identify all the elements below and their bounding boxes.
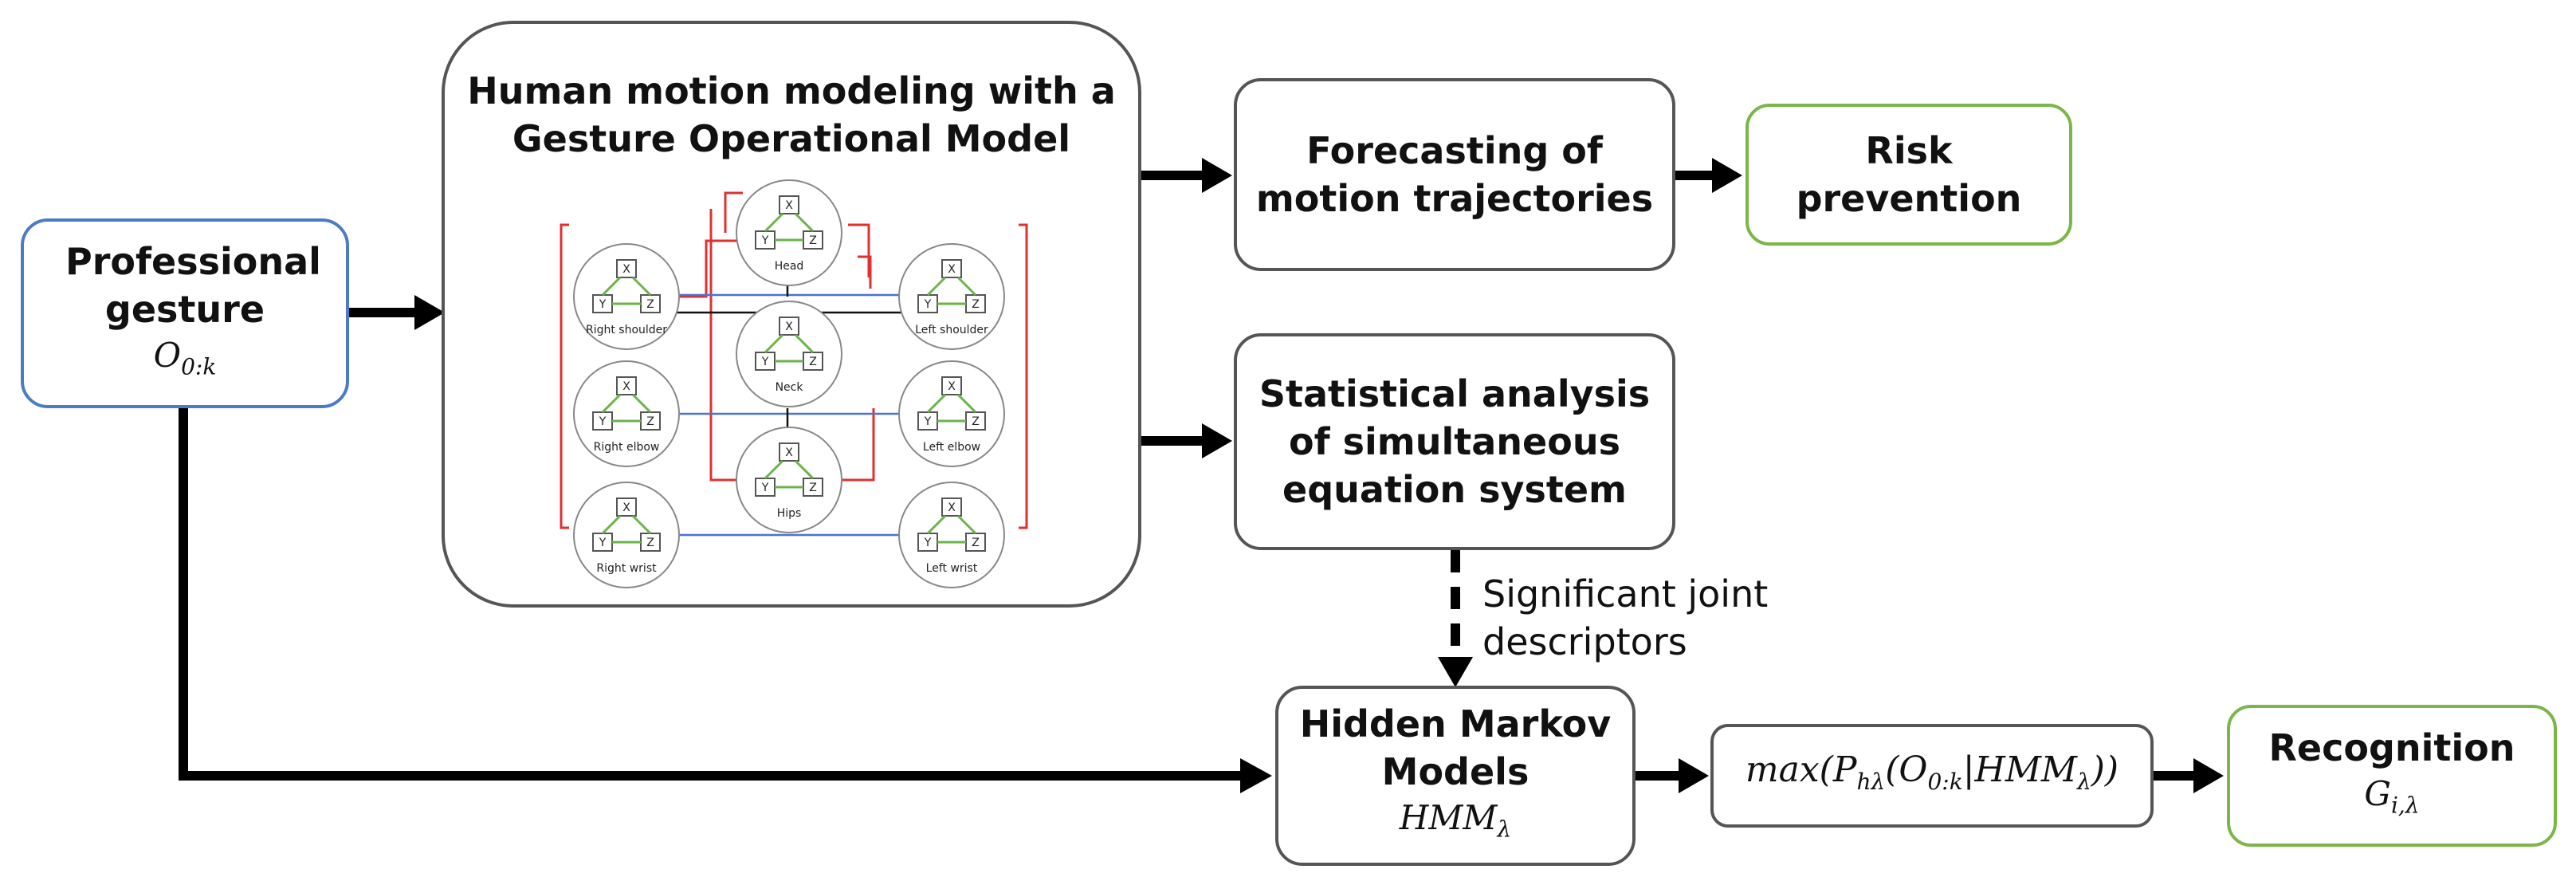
human-motion-title-line1: Human motion modeling with a [467,69,1116,112]
axis-y: Y [599,415,607,428]
arrowhead [1712,158,1742,193]
node-label-left-shoulder: Left shoulder [915,324,988,336]
gom-node-left-wrist: X Y Z Left wrist [898,482,1005,588]
axis-x: X [622,263,630,276]
node-label-head: Head [775,260,804,273]
recognition-math: Gi,λ [2364,772,2419,828]
gom-node-left-shoulder: X Y Z Left shoulder [898,243,1005,350]
node-label-hips: Hips [777,507,802,520]
hmm-title-line2: Models [1381,749,1530,793]
axis-x: X [785,321,793,333]
axis-x: X [785,446,793,459]
axis-z: Z [809,234,817,247]
node-label-right-wrist: Right wrist [596,562,657,575]
hmm-math: HMMλ [1400,796,1511,852]
arrowhead [1202,423,1232,458]
axis-y: Y [924,537,932,549]
axis-z: Z [809,356,817,368]
axis-y: Y [599,298,607,311]
gom-node-right-elbow: X Y Z Right elbow [573,360,680,467]
recognition-box: Recognition Gi,λ [2227,705,2557,847]
note-line2: descriptors [1482,620,1687,663]
statistical-analysis-box: Statistical analysis of simultaneous equ… [1234,333,1675,550]
significant-joint-descriptors-note: Significant joint descriptors [1482,570,1768,666]
max-formula-box: max(Phλ(O0:k|HMMλ)) [1710,724,2154,828]
arrowhead [1202,158,1232,193]
gom-node-neck: X Y Z Neck [736,301,842,407]
axis-y: Y [761,482,769,494]
formula-sub: 0:k [1927,768,1963,795]
arrowhead [2193,758,2224,793]
gom-node-left-elbow: X Y Z Left elbow [898,360,1005,467]
arrowhead [1438,657,1473,687]
arrowhead [1679,758,1709,793]
axis-z: Z [646,415,654,428]
arrow-gesture-to-hmm [179,408,1243,781]
node-label-left-wrist: Left wrist [926,562,978,575]
formula-part: )) [2091,749,2119,790]
node-label-left-elbow: Left elbow [923,441,980,454]
node-label-right-elbow: Right elbow [594,441,660,454]
max-formula: max(Phλ(O0:k|HMMλ)) [1745,748,2119,804]
gom-node-right-shoulder: X Y Z Right shoulder [573,243,680,350]
math-symbol: HMM [1399,797,1498,837]
human-motion-title-line2: Gesture Operational Model [512,117,1071,160]
gom-node-right-wrist: X Y Z Right wrist [573,482,680,588]
note-line1: Significant joint [1482,572,1769,616]
math-symbol: G [2364,773,2391,813]
forecasting-title-line1: Forecasting of [1306,129,1603,172]
statistical-title-line1: Statistical analysis [1259,372,1651,415]
math-symbol: O [153,335,182,375]
professional-gesture-box: Professional gesture O0:k [21,218,349,408]
axis-z: Z [809,482,817,494]
statistical-title-line3: equation system [1282,468,1627,511]
gom-node-head: X Y Z Head [736,179,842,286]
axis-y: Y [761,356,769,368]
professional-gesture-title: Professional gesture [65,239,321,331]
axis-x: X [948,501,956,514]
math-subscript: λ [1497,816,1512,843]
arrowhead [1240,758,1272,793]
formula-part: |HMM [1962,749,2077,790]
hmm-title-line1: Hidden Markov [1299,702,1612,745]
axis-z: Z [646,298,654,311]
axis-y: Y [761,234,769,247]
axis-z: Z [972,298,980,311]
formula-sub: hλ [1856,768,1886,795]
blue-links [662,293,905,537]
axis-z: Z [646,537,654,549]
formula-sub: λ [2077,768,2091,795]
node-label-right-shoulder: Right shoulder [586,324,667,336]
risk-title-line2: prevention [1796,177,2022,220]
math-subscript: i,λ [2390,792,2420,819]
axis-z: Z [972,537,980,549]
node-label-neck: Neck [776,381,804,394]
axis-x: X [622,380,630,393]
axis-z: Z [972,415,980,428]
axis-y: Y [599,537,607,549]
hmm-box: Hidden Markov Models HMMλ [1275,686,1636,866]
red-links [560,191,1028,529]
gom-figure: X Y Z Head X Y Z Neck X Y Z Hips [560,179,1028,588]
forecasting-title-line2: motion trajectories [1255,177,1654,220]
axis-x: X [948,263,956,276]
formula-part: max(P [1745,749,1857,790]
risk-title-line1: Risk [1865,129,1953,172]
risk-prevention-box: Risk prevention [1745,104,2072,246]
axis-x: X [622,501,630,514]
gom-node-hips: X Y Z Hips [736,427,842,533]
arrowhead [414,295,445,330]
formula-part: (O [1885,749,1928,790]
axis-x: X [785,199,793,212]
forecasting-box: Forecasting of motion trajectories [1234,78,1675,271]
math-subscript: 0:k [181,353,217,380]
axis-y: Y [924,298,932,311]
axis-y: Y [924,415,932,428]
professional-gesture-math: O0:k [154,333,217,389]
axis-x: X [948,380,956,393]
statistical-title-line2: of simultaneous [1289,420,1620,463]
recognition-title: Recognition [2268,726,2515,769]
